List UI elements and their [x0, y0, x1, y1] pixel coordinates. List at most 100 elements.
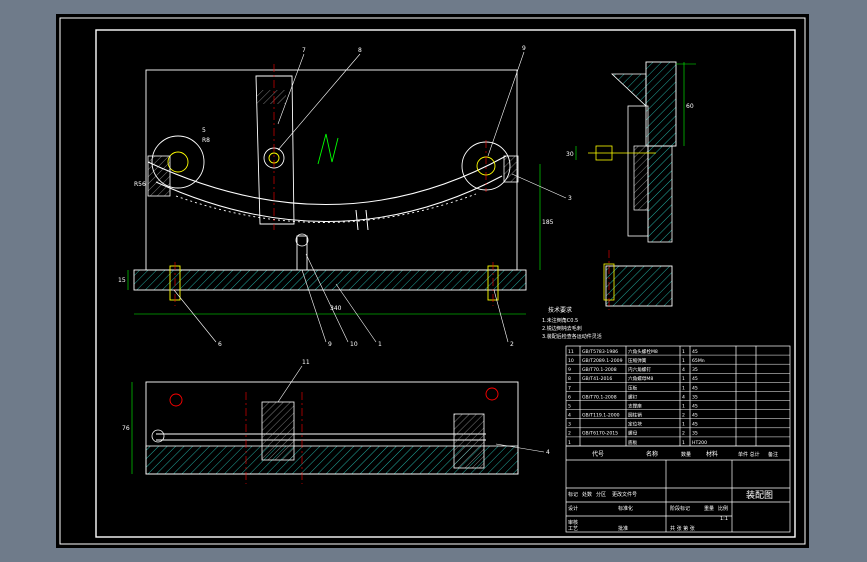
- bom-cell-qty: 1: [682, 358, 685, 364]
- callout-3: 3: [568, 195, 572, 202]
- bom-cell-no: 9: [568, 367, 571, 373]
- callout-5: 5: [202, 127, 206, 134]
- tech-req-1: 1.未注倒角C0.5: [542, 317, 578, 324]
- dim-r1: R56: [134, 181, 146, 188]
- lbl-review: 审核: [568, 519, 578, 526]
- bom-cell-name: 螺母: [628, 430, 638, 437]
- callout-1: 1: [378, 341, 382, 348]
- bom-cell-name: 螺钉: [628, 393, 638, 400]
- bom-cell-qty: 1: [682, 403, 685, 409]
- callout-7: 7: [302, 47, 306, 54]
- callout-8: 8: [358, 47, 362, 54]
- lbl-sheet: 共 张 第 张: [670, 525, 695, 532]
- bom-cell-no: 7: [568, 385, 571, 391]
- bom-cell-mat: 35: [692, 431, 698, 437]
- hdr-code: 代号: [592, 450, 604, 458]
- front-outline: [145, 69, 518, 271]
- bom-cell-no: 5: [568, 403, 571, 409]
- bom-cell-no: 2: [568, 431, 571, 437]
- bom-cell-name: 圆柱销: [628, 412, 642, 419]
- callout-6: 6: [218, 341, 222, 348]
- tech-requirements: 技术要求 1.未注倒角C0.5 2.锐边倒钝去毛刺 3.装配后检查各运动件灵活: [542, 306, 602, 340]
- drawing-title: 装配图: [746, 489, 773, 501]
- base-plate: [133, 269, 527, 291]
- scale: 1:1: [720, 516, 728, 522]
- callout-11: 11: [302, 359, 310, 366]
- callout-4: 4: [546, 449, 550, 456]
- bom-cell-name: 压板: [628, 384, 638, 391]
- bom-cell-qty: 4: [682, 394, 685, 400]
- lbl-weight: 重量: [704, 505, 714, 512]
- bom-cell-qty: 1: [682, 349, 685, 355]
- bom-cell-mat: 65Mn: [692, 358, 705, 364]
- lbl-design: 设计: [568, 505, 578, 512]
- lbl-process: 工艺: [568, 526, 578, 532]
- callout-9-top: 9: [522, 45, 526, 52]
- lbl-ratio: 比例: [718, 505, 728, 512]
- lbl-change-doc: 更改文件号: [612, 491, 637, 498]
- dim-front-height: 185: [542, 219, 554, 226]
- plan-view: 76 11 4: [122, 359, 550, 484]
- bom-cell-name: 压缩弹簧: [628, 357, 647, 364]
- bom-cell-qty: 2: [682, 431, 685, 437]
- inner-frame: [95, 29, 796, 538]
- side-view: 60 30: [566, 61, 696, 310]
- dim-plan-h: 76: [122, 425, 130, 432]
- bom-cell-no: 6: [568, 394, 571, 400]
- drawing-canvas: 340 185 15 R56 R8 7 8 9 3 5 6 9 10 1 2: [59, 17, 806, 545]
- bom-cell-qty: 1: [682, 376, 685, 382]
- bom-cell-mat: 45: [692, 349, 698, 355]
- dim-side-h1: 30: [566, 151, 574, 158]
- bom-cell-code: GB/T70.1-2008: [582, 394, 617, 400]
- bom-cell-no: 1: [568, 440, 571, 446]
- bom-cell-name: 支撑座: [628, 402, 642, 409]
- bom-cell-mat: 45: [692, 403, 698, 409]
- dim-front-width: 340: [330, 305, 342, 312]
- bom-cell-name: 定位块: [628, 421, 642, 428]
- bom-cell-code: GB/T70.1-2008: [582, 367, 617, 373]
- callout-9: 9: [328, 341, 332, 348]
- bom-cell-qty: 1: [682, 422, 685, 428]
- bom-cell-no: 8: [568, 376, 571, 382]
- lbl-zone: 分区: [596, 491, 606, 498]
- bom-cell-no: 4: [568, 413, 571, 419]
- title-block-text: 代号 名称 数量 材料 单件 总计 备注 装配图 标记 处数 分区 更改文件号 …: [568, 450, 778, 532]
- bom-cell-no: 3: [568, 422, 571, 428]
- tech-req-title: 技术要求: [548, 306, 572, 314]
- bom-cell-no: 11: [568, 349, 574, 355]
- clamp-plate: [255, 75, 295, 225]
- tech-req-3: 3.装配后检查各运动件灵活: [542, 333, 602, 340]
- support-post: [296, 235, 308, 271]
- lbl-count: 处数: [582, 491, 592, 498]
- lbl-stage: 阶段标记: [670, 505, 690, 512]
- lbl-mark: 标记: [568, 491, 578, 498]
- bom-cell-code: GB/T5783-1986: [582, 349, 618, 355]
- callout-2: 2: [510, 341, 514, 348]
- hdr-unit-total: 单件 总计: [738, 451, 760, 458]
- front-view: 340 185 15 R56 R8 7 8 9 3 5 6 9 10 1 2: [118, 45, 572, 348]
- bom-cell-mat: 35: [692, 394, 698, 400]
- hdr-material: 材料: [706, 450, 718, 458]
- title-block: [565, 345, 791, 533]
- bom-cell-code: GB/T2089.1-2009: [582, 358, 623, 364]
- bom-cell-name: 底板: [628, 439, 638, 446]
- bom-cell-mat: HT200: [692, 440, 707, 446]
- outer-frame: [59, 17, 806, 545]
- bom-cell-qty: 4: [682, 367, 685, 373]
- hdr-qty: 数量: [681, 451, 691, 458]
- tech-req-2: 2.锐边倒钝去毛刺: [542, 325, 582, 332]
- bom-cell-no: 10: [568, 358, 574, 364]
- callout-10: 10: [350, 341, 358, 348]
- dim-side-h2: 60: [686, 103, 694, 110]
- lbl-approve: 批准: [618, 525, 628, 532]
- hdr-name: 名称: [646, 450, 658, 458]
- bom-cell-code: GB/T41-2016: [582, 376, 612, 382]
- bom-cell-qty: 2: [682, 413, 685, 419]
- bom-cell-qty: 1: [682, 440, 685, 446]
- cad-viewport[interactable]: 340 185 15 R56 R8 7 8 9 3 5 6 9 10 1 2: [56, 14, 809, 548]
- bom-cell-mat: 45: [692, 413, 698, 419]
- dim-base-thk: 15: [118, 277, 126, 284]
- bom-cell-mat: 45: [692, 422, 698, 428]
- bom-cell-mat: 45: [692, 385, 698, 391]
